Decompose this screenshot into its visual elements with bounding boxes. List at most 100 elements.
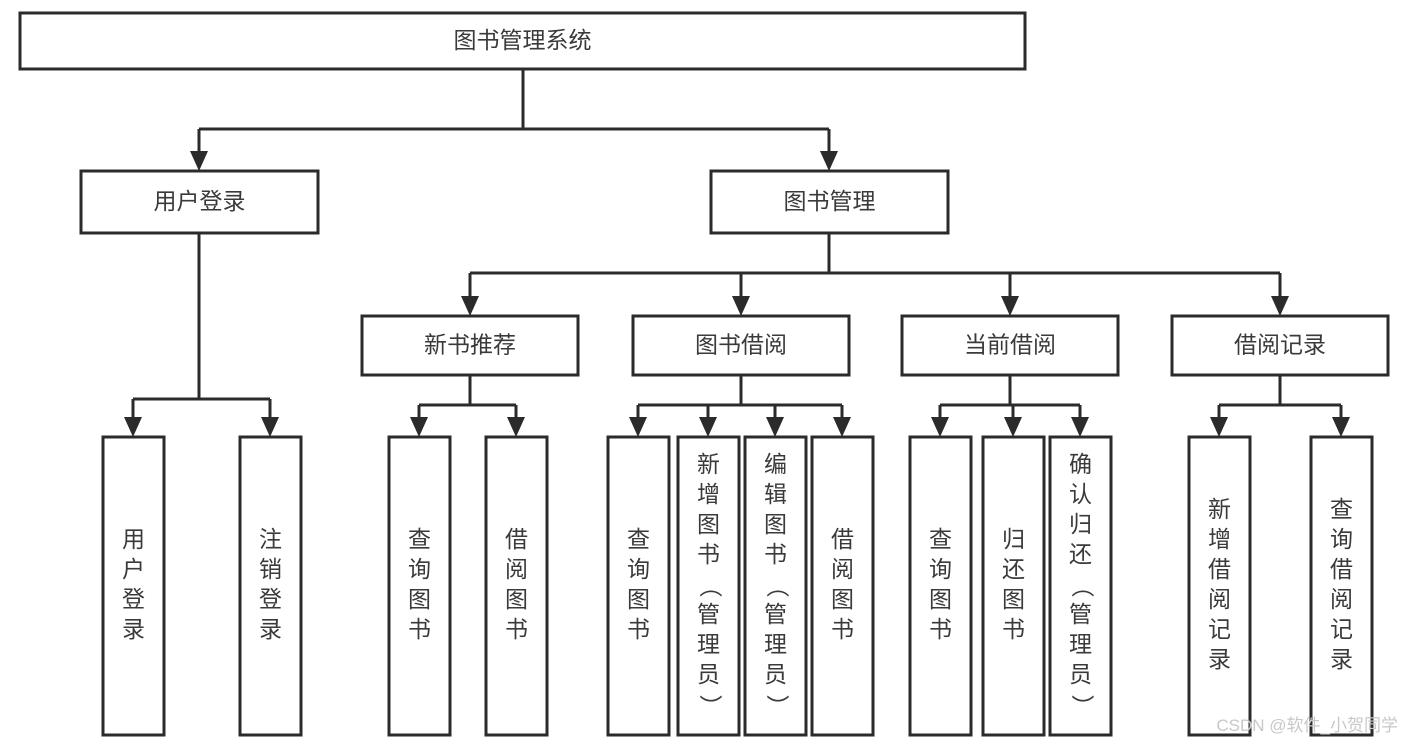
node-box[interactable]: [676, 435, 741, 737]
connector-arrowhead: [190, 151, 208, 171]
connector-group: [190, 69, 838, 171]
node-label-char: 销: [259, 556, 282, 582]
node-box[interactable]: [360, 314, 580, 377]
node-box[interactable]: [79, 169, 320, 235]
node-label-char: 增: [1208, 526, 1231, 552]
node-box[interactable]: [981, 435, 1046, 737]
node-box[interactable]: [908, 435, 973, 737]
node-box[interactable]: [387, 435, 452, 737]
connector-group: [461, 233, 1289, 316]
connector-arrowhead: [261, 417, 279, 437]
node-label-char: ）: [697, 695, 723, 718]
connector-arrowhead: [820, 151, 838, 171]
node-label-char: 查: [408, 526, 431, 552]
node-box[interactable]: [1170, 314, 1390, 377]
node-label: 图书管理系统: [454, 27, 592, 53]
node-label-char: 理: [697, 631, 720, 657]
node-label-char: 图: [764, 511, 787, 537]
node-label-char: 书: [929, 616, 952, 642]
node-label-char: 新: [1208, 496, 1231, 522]
node-label-char: 理: [1069, 631, 1092, 657]
connector-arrowhead: [1001, 296, 1019, 316]
node-label-char: 记: [1208, 616, 1231, 642]
level2-node[interactable]: 当前借阅: [900, 314, 1120, 377]
connector-arrowhead: [1271, 296, 1289, 316]
leaf-node[interactable]: 用户登录: [101, 435, 166, 737]
level2-node[interactable]: 新书推荐: [360, 314, 580, 377]
node-label-char: 借: [1330, 556, 1353, 582]
node-label-char: 查: [627, 526, 650, 552]
node-label-char: 借: [505, 526, 528, 552]
nodes-layer: 图书管理系统用户登录图书管理新书推荐图书借阅当前借阅借阅记录用户登录注销登录查询…: [18, 11, 1390, 737]
node-label-char: 管: [697, 601, 720, 627]
csdn-watermark: CSDN @软件_小贺同学: [1216, 716, 1398, 735]
node-label-char: 记: [1330, 616, 1353, 642]
node-label-char: 辑: [764, 481, 787, 507]
node-box[interactable]: [1048, 435, 1113, 737]
connector-arrowhead: [461, 296, 479, 316]
node-label-char: 书: [697, 541, 720, 567]
node-box[interactable]: [238, 435, 303, 737]
connector-arrowhead: [1004, 417, 1022, 437]
node-label-char: 图: [1002, 586, 1025, 612]
node-box[interactable]: [631, 314, 851, 377]
node-label: 当前借阅: [964, 332, 1056, 358]
node-label-char: ）: [764, 695, 790, 718]
node-label-char: 录: [1208, 646, 1231, 672]
node-box[interactable]: [900, 314, 1120, 377]
node-label-char: 新: [697, 451, 720, 477]
node-box[interactable]: [709, 169, 950, 235]
node-label-char: （: [1069, 575, 1095, 598]
level2-node[interactable]: 借阅记录: [1170, 314, 1390, 377]
node-label-char: 书: [831, 616, 854, 642]
level1-node[interactable]: 用户登录: [79, 169, 320, 235]
node-label-char: 书: [764, 541, 787, 567]
node-box[interactable]: [606, 435, 671, 737]
node-label-char: 登: [122, 586, 145, 612]
node-label: 借阅记录: [1234, 332, 1326, 358]
node-label-char: 询: [929, 556, 952, 582]
node-box[interactable]: [810, 435, 875, 737]
connector-arrowhead: [1332, 417, 1350, 437]
connector-group: [1210, 375, 1350, 437]
node-label-char: 书: [627, 616, 650, 642]
connector-arrowhead: [629, 417, 647, 437]
connector-group: [931, 375, 1089, 437]
node-box[interactable]: [101, 435, 166, 737]
root-node[interactable]: 图书管理系统: [18, 11, 1027, 71]
node-label-char: 询: [1330, 526, 1353, 552]
level2-node[interactable]: 图书借阅: [631, 314, 851, 377]
node-label-char: 理: [764, 631, 787, 657]
connector-arrowhead: [410, 417, 428, 437]
node-box[interactable]: [743, 435, 808, 737]
node-label-char: 确: [1069, 451, 1092, 477]
node-box[interactable]: [484, 435, 549, 737]
node-label-char: 员: [764, 661, 787, 687]
node-box[interactable]: [1309, 435, 1374, 737]
connectors-layer: [124, 69, 1350, 437]
connector-arrowhead: [833, 417, 851, 437]
node-label-char: 阅: [831, 556, 854, 582]
node-label-char: 归: [1069, 511, 1092, 537]
node-label-char: 书: [505, 616, 528, 642]
level1-node[interactable]: 图书管理: [709, 169, 950, 235]
node-box[interactable]: [1187, 435, 1252, 737]
node-label-char: 询: [408, 556, 431, 582]
node-box[interactable]: [18, 11, 1027, 71]
node-label-char: 认: [1069, 481, 1092, 507]
node-label-char: 员: [1069, 661, 1092, 687]
